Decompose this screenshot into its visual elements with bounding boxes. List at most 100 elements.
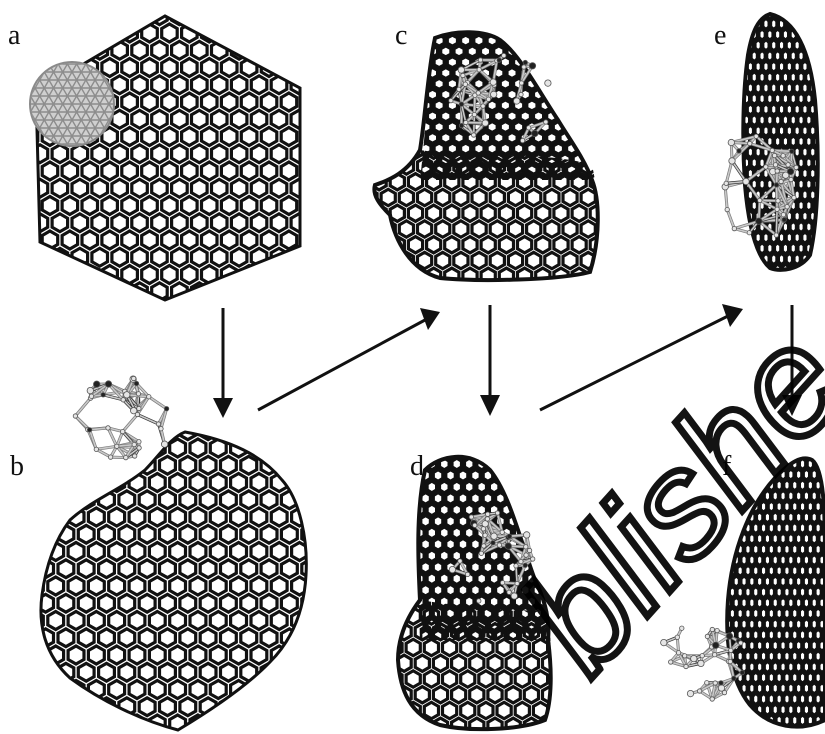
carbon-ring (72, 214, 88, 232)
carbon-ring (811, 661, 817, 672)
carbon-ring (17, 491, 33, 509)
carbon-ring (452, 435, 462, 447)
carbon-ring (794, 147, 800, 158)
carbon-ring (28, 715, 44, 733)
carbon-ring (757, 661, 763, 672)
carbon-ring (768, 693, 774, 704)
carbon-ring (62, 0, 78, 8)
carbon-ring (354, 237, 368, 253)
carbon-ring (606, 143, 616, 154)
carbon-ring (62, 197, 78, 215)
carbon-ring (427, 175, 437, 186)
carbon-ring (753, 651, 759, 662)
carbon-ring (82, 300, 98, 318)
carbon-ring (311, 248, 327, 266)
carbon-ring (736, 93, 742, 104)
cluster-atom (161, 441, 167, 447)
carbon-ring (212, 248, 228, 266)
carbon-ring (714, 608, 720, 619)
carbon-ring (533, 67, 543, 78)
carbon-ring (776, 565, 782, 576)
carbon-ring (745, 651, 751, 662)
carbon-ring (58, 698, 74, 716)
carbon-ring (794, 82, 800, 93)
carbon-ring (755, 40, 761, 51)
carbon-ring (527, 165, 537, 176)
carbon-ring (112, 179, 128, 197)
carbon-ring (322, 422, 338, 440)
carbon-ring (12, 110, 27, 128)
carbon-ring (408, 35, 418, 46)
carbon-ring (292, 646, 308, 664)
carbon-ring (753, 715, 759, 726)
carbon-ring (818, 232, 824, 243)
carbon-ring (807, 693, 813, 704)
carbon-ring (815, 501, 821, 512)
carbon-ring (767, 29, 773, 40)
carbon-ring (202, 197, 218, 215)
carbon-ring (112, 283, 128, 301)
carbon-ring (786, 40, 792, 51)
carbon-ring (786, 253, 792, 264)
carbon-ring (806, 221, 812, 232)
carbon-ring (811, 597, 817, 608)
carbon-ring (796, 555, 802, 566)
carbon-ring (182, 128, 198, 146)
carbon-ring (461, 13, 471, 24)
carbon-ring (798, 136, 804, 147)
carbon-ring (710, 704, 716, 715)
cluster-atom (710, 697, 714, 701)
cluster-atom (479, 551, 483, 555)
cluster-bond (149, 397, 167, 409)
carbon-ring (818, 253, 824, 264)
carbon-ring (427, 132, 437, 143)
arrow-c-to-d (480, 305, 500, 416)
carbon-ring (418, 221, 432, 237)
carbon-ring (533, 111, 543, 122)
carbon-ring (202, 128, 218, 146)
carbon-ring (811, 619, 817, 630)
carbon-ring (722, 715, 728, 726)
carbon-ring (190, 474, 206, 492)
carbon-ring (461, 143, 471, 154)
cluster-atom (756, 218, 762, 224)
carbon-ring (172, 110, 188, 128)
carbon-ring (740, 253, 746, 264)
carbon-ring (480, 154, 490, 165)
carbon-ring (815, 565, 821, 576)
carbon-ring (547, 67, 557, 78)
carbon-ring (567, 121, 577, 132)
carbon-ring (52, 41, 68, 59)
carbon-ring (281, 663, 297, 681)
carbon-ring (508, 189, 522, 205)
carbon-ring (764, 726, 770, 734)
cluster-bond (727, 210, 734, 229)
carbon-ring (545, 189, 559, 205)
carbon-ring (12, 214, 27, 232)
carbon-ring (572, 237, 586, 253)
carbon-ring (553, 100, 563, 111)
carbon-ring (251, 214, 266, 232)
carbon-ring (599, 189, 613, 205)
carbon-ring (514, 143, 524, 154)
carbon-ring (563, 252, 577, 268)
carbon-ring (806, 157, 812, 168)
carbon-ring (755, 82, 761, 93)
carbon-ring (780, 619, 786, 630)
cluster-atom (457, 87, 461, 91)
carbon-ring (396, 561, 406, 573)
carbon-ring (527, 504, 537, 516)
carbon-ring (454, 132, 464, 143)
carbon-ring (771, 61, 777, 72)
carbon-ring (796, 533, 802, 544)
carbon-ring (99, 560, 115, 578)
carbon-ring (736, 72, 742, 83)
carbon-ring (261, 491, 277, 509)
carbon-ring (472, 189, 486, 205)
carbon-ring (427, 596, 437, 608)
carbon-ring (447, 121, 457, 132)
carbon-ring (271, 145, 287, 163)
carbon-ring (779, 253, 785, 264)
cluster-atom (523, 60, 527, 64)
carbon-ring (798, 8, 804, 19)
